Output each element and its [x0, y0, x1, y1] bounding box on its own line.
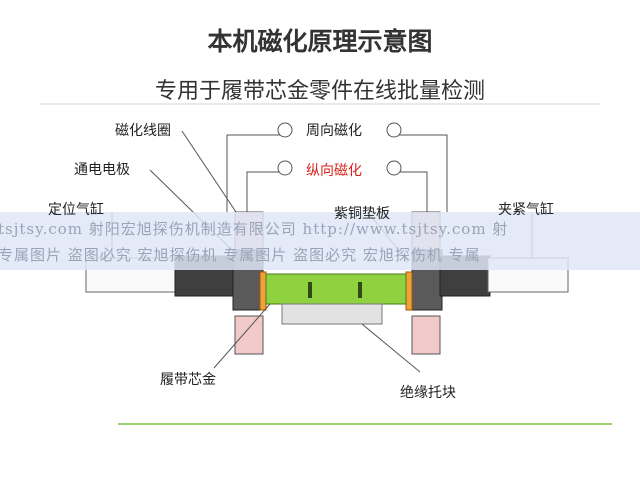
- label-core-part: 履带芯金: [160, 372, 216, 388]
- diagram-title: 本机磁化原理示意图: [207, 27, 433, 56]
- diagram-subtitle: 专用于履带芯金零件在线批量检测: [154, 79, 485, 104]
- long-circle-right: [386, 160, 402, 176]
- label-clamp-cylinder: 夹紧气缸: [498, 202, 554, 218]
- circ-circle-right: [386, 122, 402, 138]
- circ-circle-left: [277, 122, 293, 138]
- watermark-line-2: 专属图片 盗图必究 宏旭探伤机 专属图片 盗图必究 宏旭探伤机 专属: [0, 246, 481, 264]
- leader-core-part: [213, 303, 271, 369]
- core-part-slot-2: [358, 282, 362, 298]
- inner-wire-left: [246, 171, 290, 212]
- label-copper-pad: 紫铜垫板: [334, 206, 390, 222]
- watermark-line-1: tsjtsy.com 射阳宏旭探伤机制造有限公司 http://www.tsjt…: [0, 220, 509, 238]
- watermark-band: [0, 212, 640, 270]
- inner-wire-right: [388, 171, 428, 212]
- copper-pad-left: [259, 271, 267, 311]
- label-insulating-block: 绝缘托块: [400, 385, 456, 401]
- label-electrode: 通电电极: [74, 162, 130, 178]
- copper-pad-right: [405, 271, 413, 311]
- coil-lower-right: [411, 315, 441, 355]
- label-circumferential: 周向磁化: [306, 123, 362, 139]
- core-part: [265, 273, 407, 305]
- leader-coil: [181, 130, 237, 213]
- coil-lower-left: [234, 315, 264, 355]
- circuit-wires: [226, 134, 448, 212]
- label-longitudinal: 纵向磁化: [306, 163, 362, 179]
- long-circle-left: [277, 160, 293, 176]
- label-coil: 磁化线圈: [115, 123, 171, 139]
- core-part-slot-1: [308, 282, 312, 298]
- outer-wire-right: [388, 134, 448, 212]
- label-positioning-cylinder: 定位气缸: [48, 202, 104, 218]
- leader-insulating: [361, 323, 421, 373]
- outer-wire-left: [226, 134, 290, 212]
- insulating-block: [281, 303, 383, 325]
